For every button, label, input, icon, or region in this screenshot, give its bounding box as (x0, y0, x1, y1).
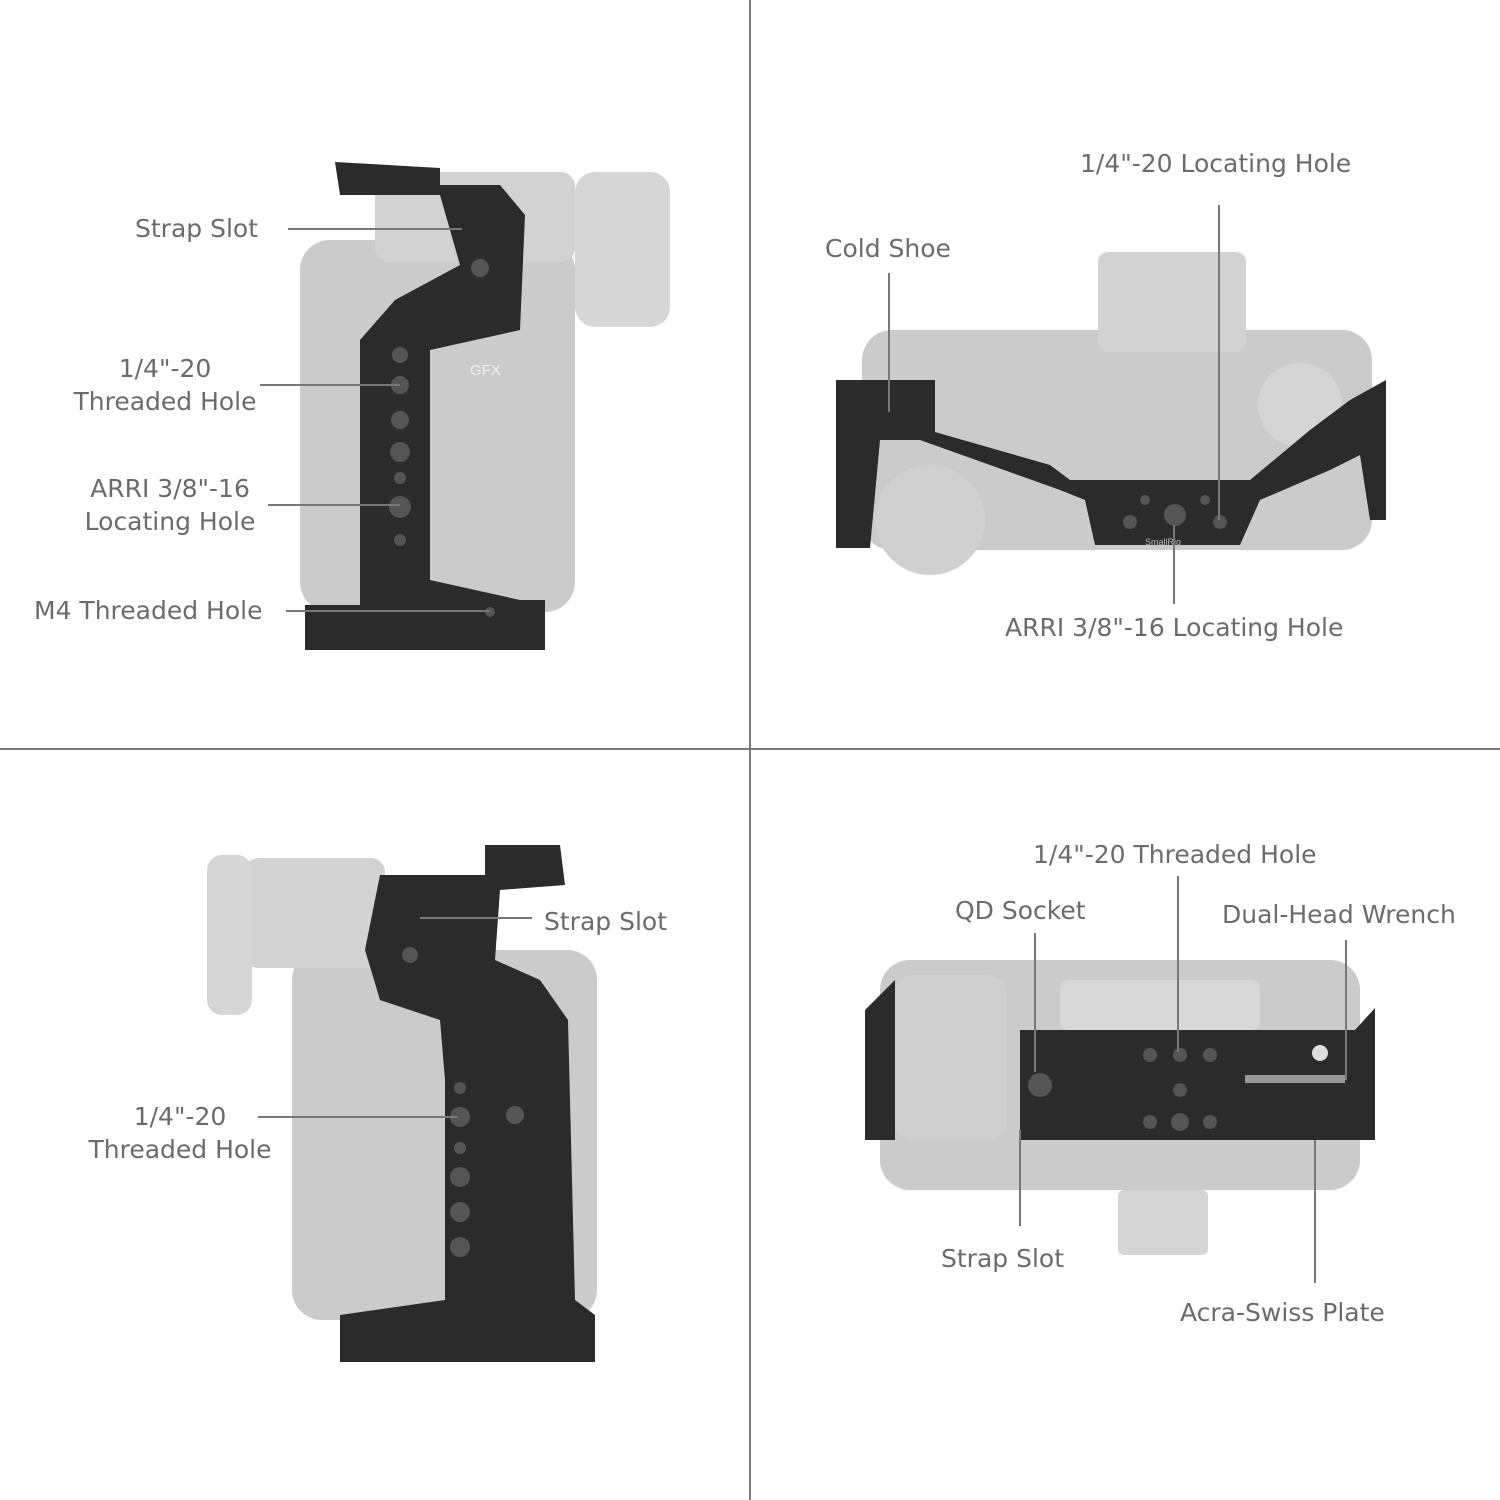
label-line: 1/4"-20 (133, 1102, 227, 1131)
eyecup (575, 172, 670, 327)
dual-head-wrench (1245, 1075, 1345, 1083)
label-threaded-hole: 1/4"-20 Threaded Hole (1033, 840, 1317, 869)
label-threaded-hole: 1/4"-20 Threaded Hole (60, 352, 270, 418)
label-m4-threaded-hole: M4 Threaded Hole (34, 596, 263, 625)
label-strap-slot: Strap Slot (544, 907, 667, 936)
hot-shoe (1118, 1190, 1208, 1255)
label-qd-socket: QD Socket (955, 896, 1086, 925)
battery-door (895, 975, 1007, 1140)
label-line: Threaded Hole (88, 1135, 272, 1164)
lens-mount (1060, 980, 1260, 1030)
label-line: Threaded Hole (73, 387, 257, 416)
label-line: Locating Hole (84, 507, 256, 536)
viewfinder (1098, 252, 1246, 352)
label-acra-swiss-plate: Acra-Swiss Plate (1180, 1298, 1385, 1327)
top-view-product: SmallRig (836, 252, 1386, 575)
cage-top (836, 380, 1386, 548)
label-line: ARRI 3/8"-16 (90, 474, 250, 503)
eyecup (207, 855, 252, 1015)
label-arri-locating-hole: ARRI 3/8"-16 Locating Hole (65, 472, 275, 538)
bottom-view-product (865, 960, 1375, 1255)
grip-dial (875, 465, 985, 575)
label-locating-hole: 1/4"-20 Locating Hole (1080, 149, 1352, 178)
cage-bottom (865, 980, 1375, 1140)
cage-side (340, 845, 595, 1362)
label-strap-slot: Strap Slot (941, 1244, 1064, 1273)
label-strap-slot: Strap Slot (135, 214, 258, 243)
label-cold-shoe: Cold Shoe (825, 234, 951, 263)
cage-side (305, 162, 545, 650)
camera-logo: GFX (470, 362, 501, 379)
side-view-left-product: GFX (300, 162, 670, 650)
label-line: 1/4"-20 (118, 354, 212, 383)
side-view-right-product (207, 845, 597, 1362)
brand-engraving: SmallRig (1145, 537, 1181, 547)
camera-top (245, 858, 385, 968)
label-threaded-hole: 1/4"-20 Threaded Hole (75, 1100, 285, 1166)
label-dual-head-wrench: Dual-Head Wrench (1222, 900, 1456, 929)
label-arri-locating-hole: ARRI 3/8"-16 Locating Hole (1005, 613, 1344, 642)
